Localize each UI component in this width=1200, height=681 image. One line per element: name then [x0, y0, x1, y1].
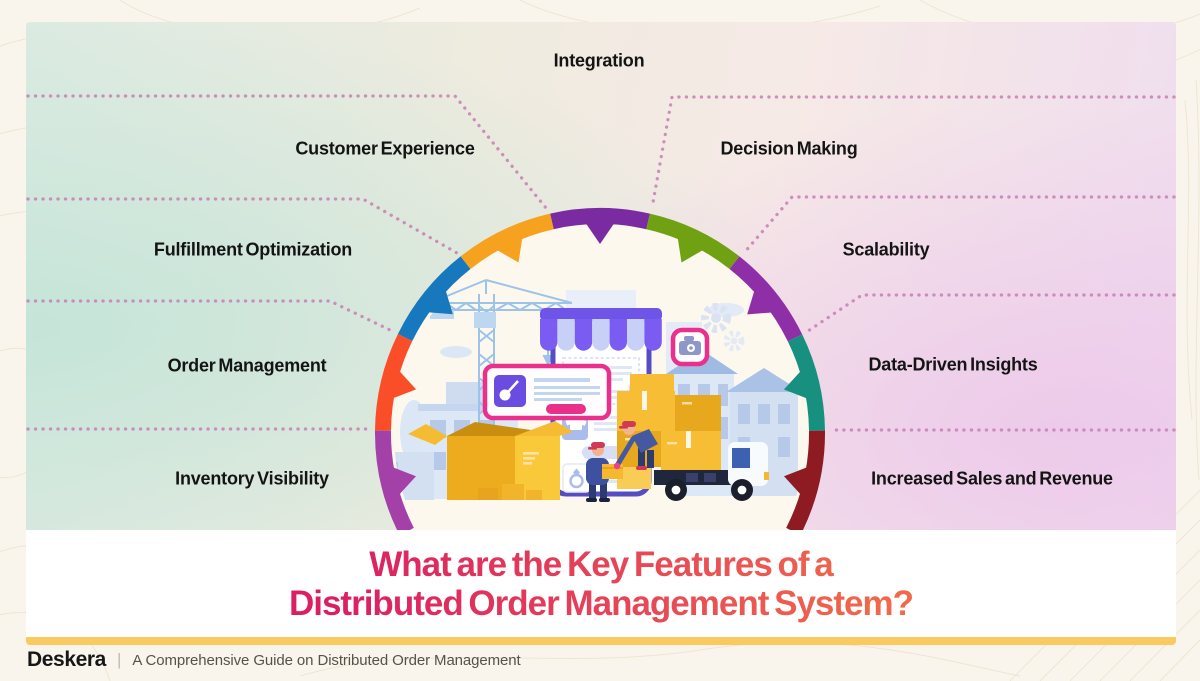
dotted-connector-line [26, 94, 548, 210]
footer-separator: | [116, 650, 122, 669]
feature-label-scalability: Scalability [842, 239, 930, 260]
segment-notch [747, 287, 776, 315]
feature-label-customer-experience: Customer Experience [295, 138, 475, 159]
feature-label-increased-sales-and-revenue: Increased Sales and Revenue [871, 468, 1113, 489]
ring-segment [460, 213, 554, 270]
center-illustration [394, 279, 802, 502]
cardboard-boxes-icon [408, 421, 573, 500]
title-line-2: Distributed Order Management System? [288, 583, 914, 623]
ring-segment [786, 430, 826, 530]
segment-notch [389, 466, 416, 498]
ring-segment [375, 333, 413, 431]
ring-segment [374, 430, 414, 530]
feature-label-fulfillment-optimization: Fulfillment Optimization [153, 239, 353, 260]
segment-notch [389, 368, 417, 400]
gears-icon [701, 303, 745, 352]
dotted-connector-line [26, 197, 459, 255]
feature-ring-diagram [26, 94, 1176, 530]
ring-segment [787, 334, 825, 431]
product-card-icon [482, 363, 612, 421]
delivery-truck-icon [654, 442, 769, 501]
title-area: What are the Key Features of a Distribut… [26, 530, 1176, 637]
ring-segment [729, 256, 803, 342]
diagram-area: Integration Customer Experience Decision… [26, 22, 1176, 530]
footer-tagline: A Comprehensive Guide on Distributed Ord… [132, 651, 521, 669]
feature-label-order-management: Order Management [167, 355, 327, 376]
infographic-card: Integration Customer Experience Decision… [26, 22, 1176, 645]
segment-notch [424, 287, 453, 315]
page-title: What are the Key Features of a Distribut… [289, 545, 913, 623]
segment-notch [584, 220, 616, 244]
feature-label-decision-making: Decision Making [720, 138, 858, 159]
deskera-logo: Deskera [27, 648, 106, 671]
segment-notch [783, 368, 811, 400]
segment-notch [784, 466, 811, 498]
segment-notch [494, 234, 523, 263]
dotted-connector-line [650, 95, 1176, 210]
dotted-connector-line [806, 293, 1176, 333]
camera-icon [670, 327, 710, 367]
feature-label-data-driven-insights: Data-Driven Insights [868, 354, 1038, 375]
segment-notch [677, 234, 706, 263]
footer: Deskera | A Comprehensive Guide on Distr… [27, 648, 521, 672]
gold-accent-bar [26, 637, 1176, 645]
ring-segment [397, 256, 471, 342]
dotted-connector-line [26, 299, 394, 333]
awning-icon [540, 308, 662, 351]
feature-label-inventory-visibility: Inventory Visibility [175, 468, 329, 489]
ring-segment [646, 213, 740, 270]
worker-figures [586, 421, 658, 502]
dotted-connector-line [742, 195, 1176, 255]
feature-label-integration: Integration [553, 50, 645, 71]
title-line-1: What are the Key Features of a [369, 544, 833, 584]
ring-segment [550, 208, 650, 230]
dotted-connectors [26, 94, 1176, 432]
feature-ring [374, 208, 826, 530]
